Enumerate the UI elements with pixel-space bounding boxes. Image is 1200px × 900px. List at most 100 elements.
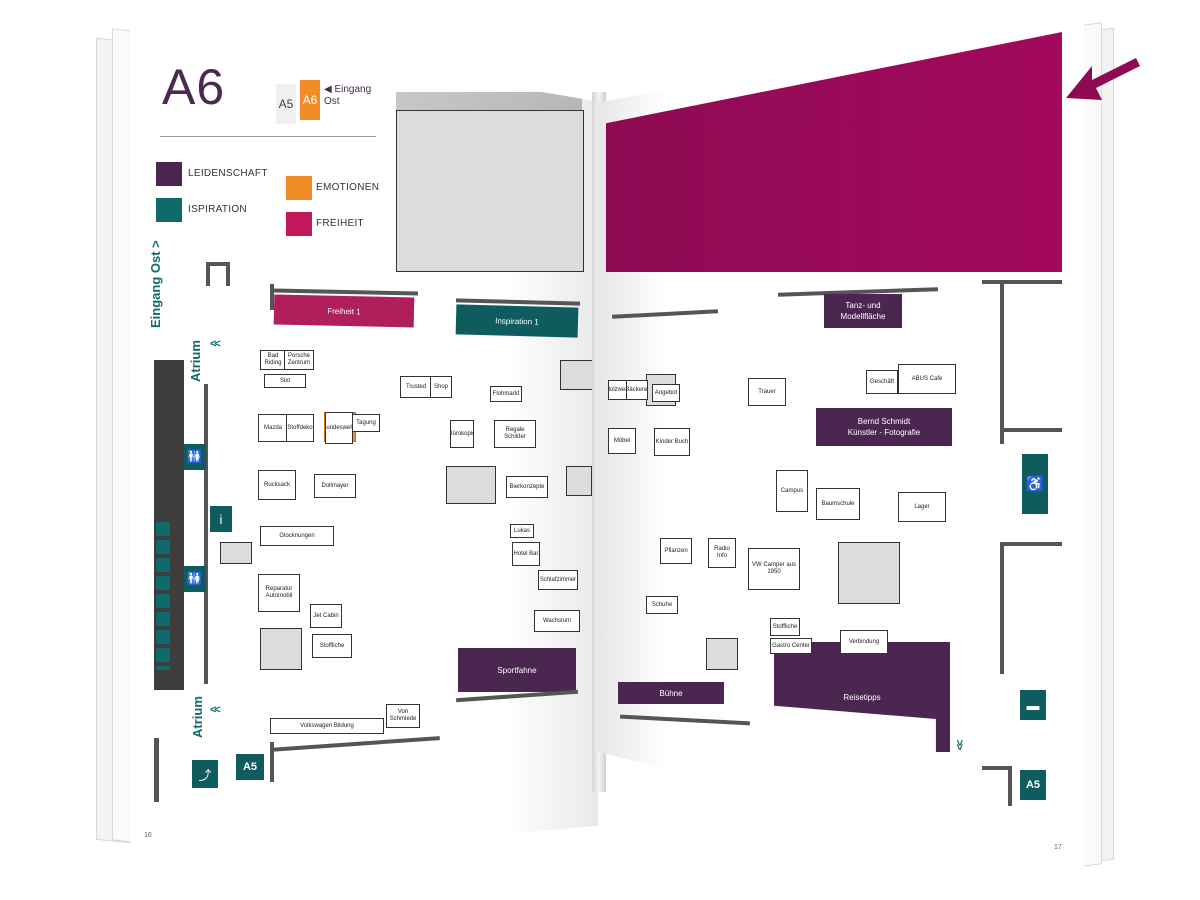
legend-swatch-freiheit	[286, 212, 312, 236]
booth: Lager	[898, 492, 946, 522]
booth: Flohmarkt	[490, 386, 522, 402]
booth: Trusted	[400, 376, 432, 398]
left-bottom-pillar	[154, 738, 159, 802]
booth: Stoffdeko	[286, 414, 314, 442]
bottom-bracket	[270, 742, 274, 782]
legend-swatch-emotionen	[286, 176, 312, 200]
booth: Stoffliche	[312, 634, 352, 658]
bernd-schmidt-block: Bernd Schmidt Künstler - Fotografie	[816, 408, 952, 446]
left-page: A6 A5 A6 ◀ Eingang Ost LEIDENSCHAFT EMOT…	[130, 22, 598, 868]
entrance-note: ◀ Eingang Ost	[324, 84, 372, 107]
booth: Baumschule	[816, 488, 860, 520]
right-bottom-wall	[619, 714, 751, 726]
hero-color-block	[606, 32, 1062, 272]
right-page: Tanz- und Modellfläche Bernd Schmidt Kün…	[598, 18, 1084, 876]
booth: Jet Cabin	[310, 604, 342, 628]
booth: Lukas	[510, 524, 534, 538]
chevron-up-icon: <<	[210, 338, 221, 350]
grey-booth	[396, 110, 584, 272]
booth: Glocknungen	[260, 526, 334, 546]
booth: Schlafzimmer	[538, 570, 578, 590]
booth: Stoffliche	[770, 618, 800, 636]
booth: Campus	[776, 470, 808, 512]
escalator-icon: ⤴	[192, 760, 218, 788]
booth: Kinder Buch	[654, 428, 690, 456]
booth: Wachstum	[534, 610, 580, 632]
right-outer-wall-v1	[1000, 282, 1004, 444]
hall-title: A6	[162, 59, 226, 115]
booth: Bäckerei	[626, 380, 648, 400]
grey-booth	[560, 360, 594, 390]
restroom-icon-bottom: 🚻	[184, 566, 206, 592]
legend-label-freiheit: FREIHEIT	[316, 218, 364, 229]
booth: Bad Riding	[260, 350, 286, 370]
booth: Volkswagen Bildung	[270, 718, 384, 734]
booth: Hotel Bar	[512, 542, 540, 566]
desk-icon: ▬	[1020, 690, 1046, 720]
booth: Sixt	[264, 374, 306, 388]
tanz-block: Tanz- und Modellfläche	[824, 294, 902, 328]
booth: Holzwerk	[608, 380, 628, 400]
booth: ABUS Cafe	[898, 364, 956, 394]
pointer-arrow-icon	[1066, 58, 1140, 100]
booth: Bierkonzepte	[506, 476, 548, 498]
booth: Shop	[430, 376, 452, 398]
booth: Porsche Zentrum	[284, 350, 314, 370]
left-teal-strip	[156, 522, 170, 670]
right-bottom-bracket-h	[982, 766, 1012, 770]
right-top-wall-1	[611, 309, 719, 319]
booth: Geschäft	[866, 370, 898, 394]
badge-a5: A5	[276, 84, 296, 124]
right-outer-wall-h3	[1000, 542, 1062, 546]
eingang-ost-sign: Eingang Ost >	[148, 240, 163, 328]
grey-booth	[838, 542, 900, 604]
top-rule-left	[270, 284, 274, 310]
atrium-sign-top: Atrium	[188, 340, 203, 382]
header-rule	[160, 136, 376, 137]
sportfahne-block: Sportfahne	[458, 648, 576, 692]
booth: Dollmayer	[314, 474, 356, 498]
page-number-left: 16	[144, 832, 152, 839]
right-outer-wall-v2	[1000, 544, 1004, 674]
top-bracket-wall	[206, 262, 230, 266]
booth: Tagung	[352, 414, 380, 432]
right-bottom-bracket-v	[1008, 766, 1012, 806]
badge-a6: A6	[300, 80, 320, 120]
grey-booth	[220, 542, 252, 564]
atrium-sign-bottom: Atrium	[190, 696, 205, 738]
freiheit-block: Freiheit 1	[273, 294, 415, 328]
chevron-down-icon: <<	[210, 704, 221, 716]
booth: Gastro Center	[770, 638, 812, 654]
grey-booth	[446, 466, 496, 504]
booth: Mazda	[258, 414, 288, 442]
legend-label-emotionen: EMOTIONEN	[316, 182, 380, 193]
left-inner-wall	[204, 384, 208, 684]
booth: Radio Info	[708, 538, 736, 568]
grey-booth	[260, 628, 302, 670]
legend-swatch-leidenschaft	[156, 162, 182, 186]
right-outer-wall-h1	[982, 280, 1062, 284]
booth: Trauer	[748, 378, 786, 406]
booth: VW Camper aus 1950	[748, 548, 800, 590]
right-outer-wall-h2	[1000, 428, 1062, 432]
legend-label-ispiration: ISPIRATION	[188, 204, 247, 215]
legend-label-leidenschaft: LEIDENSCHAFT	[188, 168, 268, 179]
info-icon: i	[210, 506, 232, 532]
bottom-wall-left	[270, 736, 440, 752]
booth: Verbindung	[840, 630, 888, 654]
hall-a5-sign-left: A5	[236, 754, 264, 780]
top-bracket-wall-v	[226, 262, 230, 286]
booth: Bundeswehr	[325, 412, 353, 444]
grey-booth	[706, 638, 738, 670]
booth: Möbel	[608, 428, 636, 454]
booth: Bürokopie	[450, 420, 474, 448]
page-number-right: 17	[1054, 844, 1062, 851]
restroom-icon-top: 🚻	[184, 444, 206, 470]
buehne-block: Bühne	[618, 682, 724, 704]
chevron-right-icon: <<	[954, 741, 967, 751]
booth: Regale Schilder	[494, 420, 536, 448]
booth: Pflanzen	[660, 538, 692, 564]
accessible-restroom-icon: ♿	[1022, 454, 1048, 514]
top-bracket-wall-v2	[206, 262, 210, 286]
